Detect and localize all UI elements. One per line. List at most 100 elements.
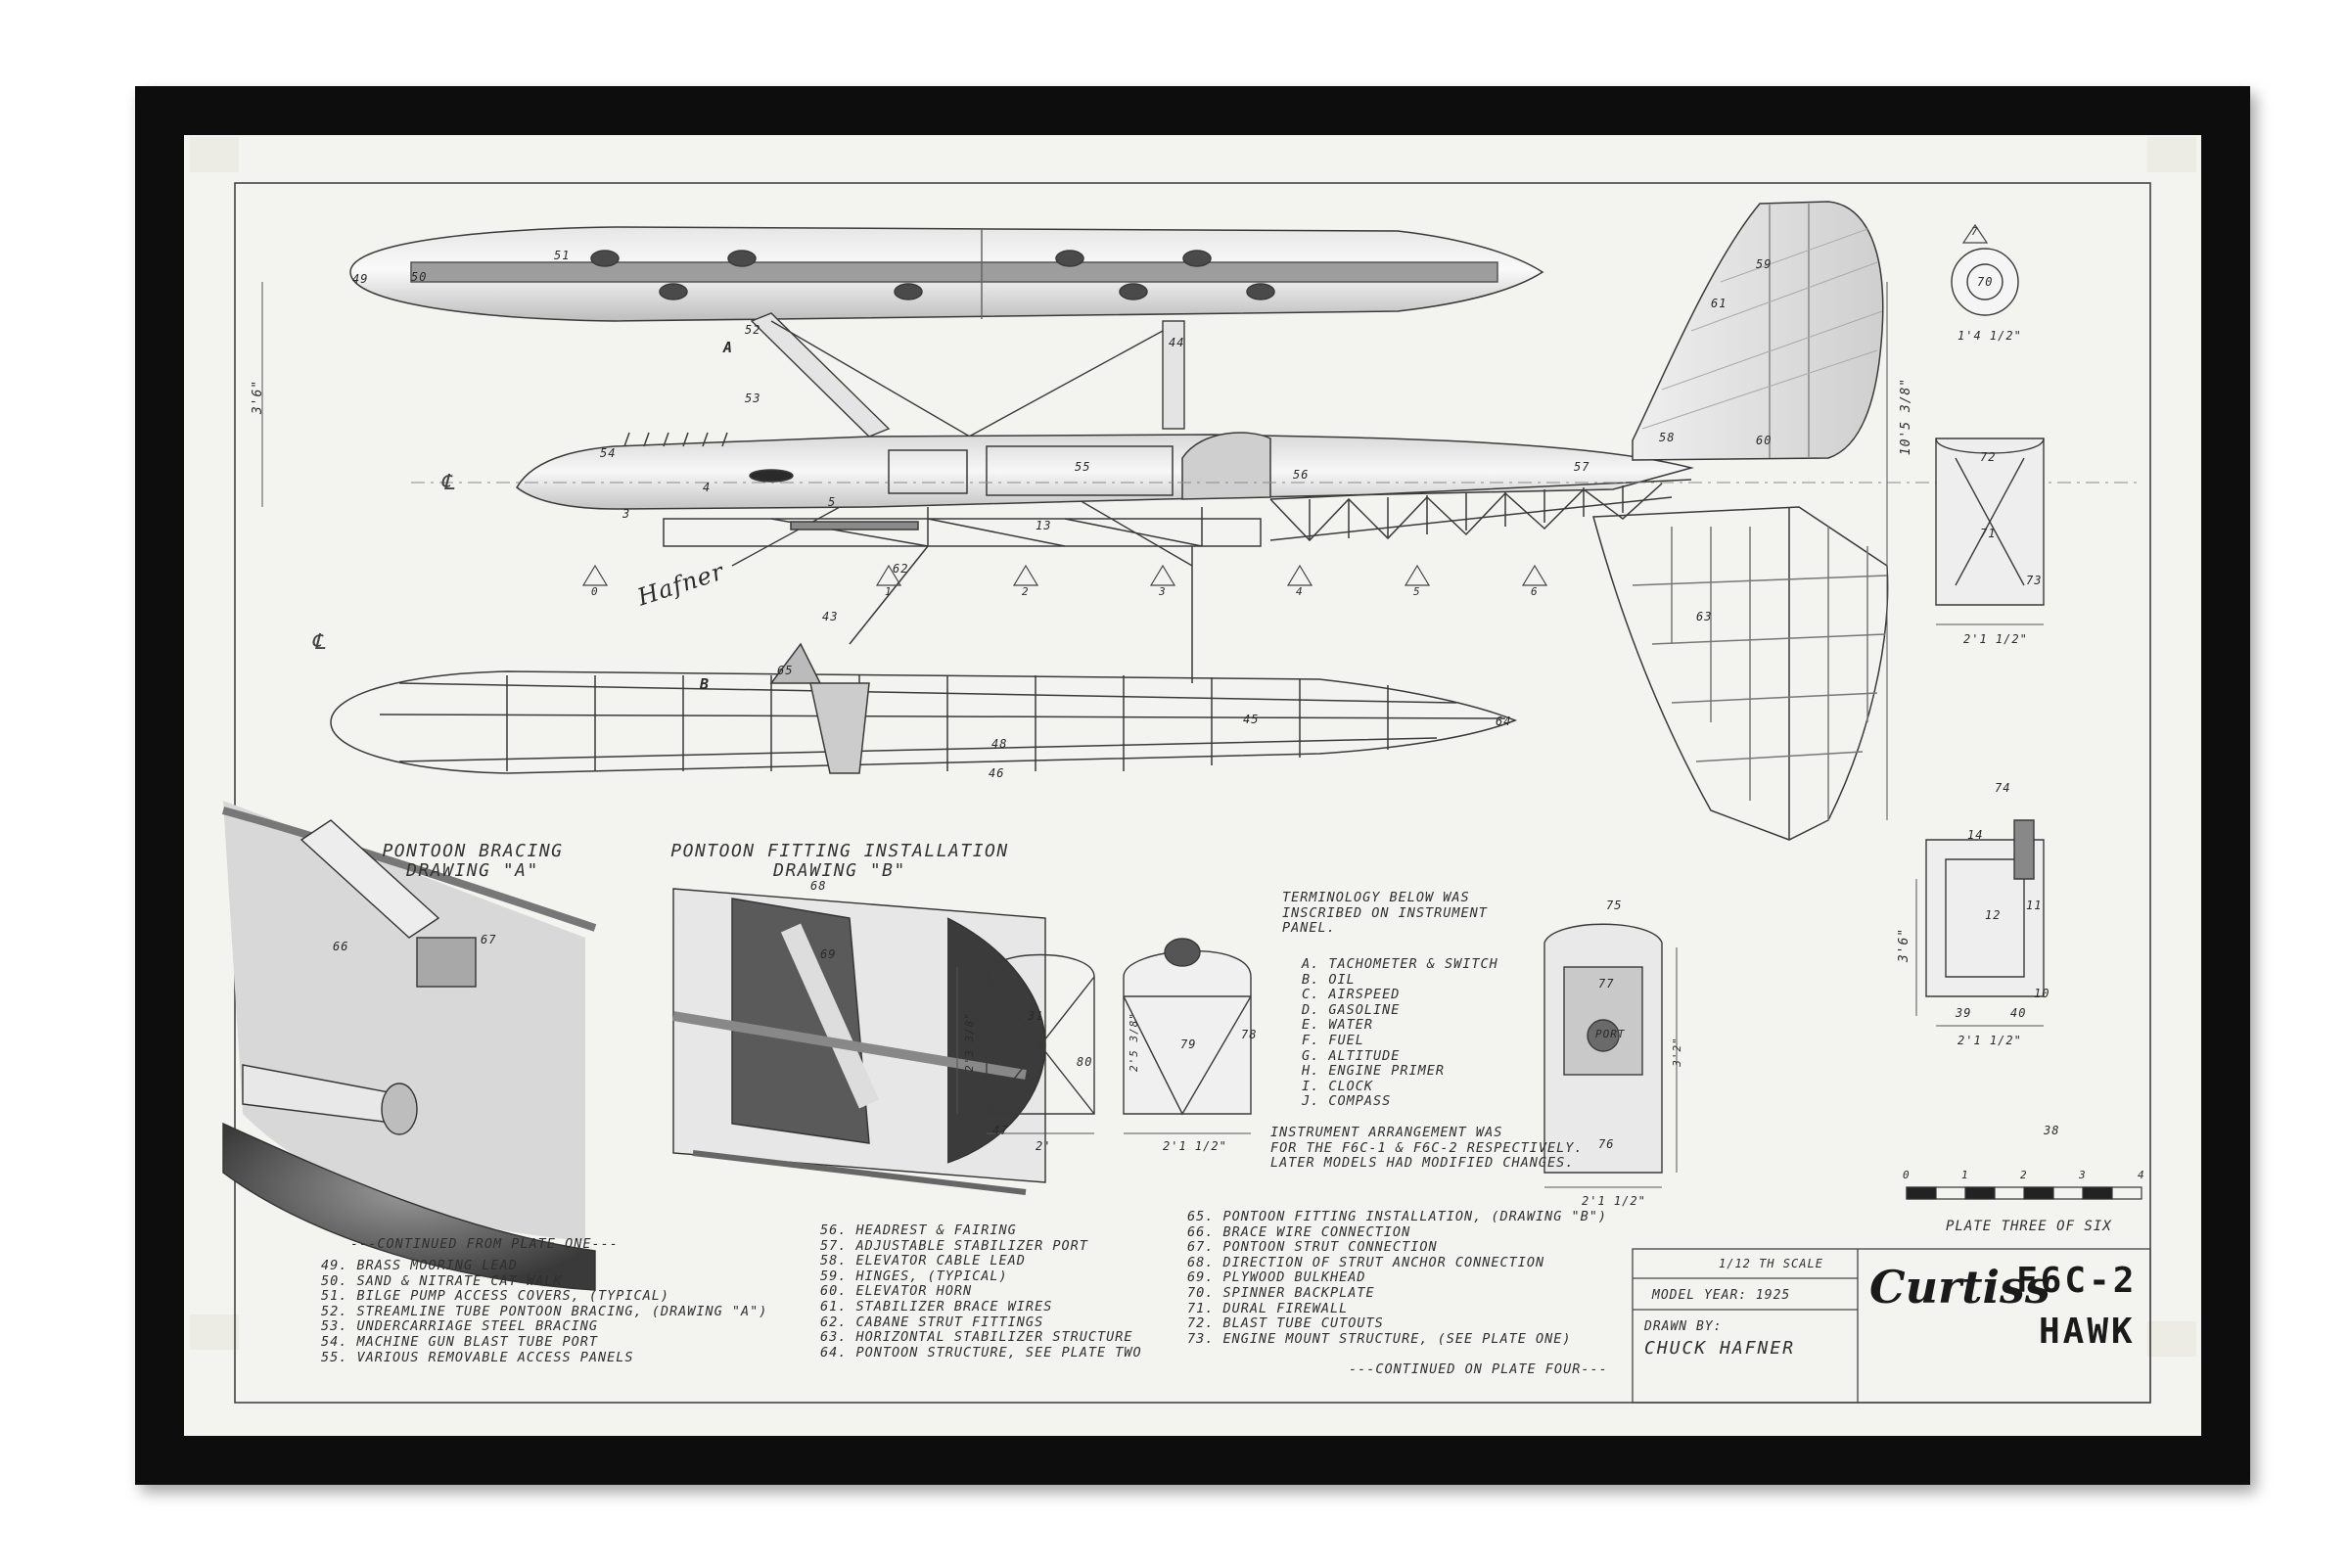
callout-66: 66	[333, 940, 349, 953]
dim-3-2: 3'2"	[1670, 1037, 1683, 1067]
detail-b-sketch	[672, 888, 1046, 1195]
callout-38: 38	[2044, 1124, 2060, 1137]
callout-58: 58	[1659, 431, 1676, 444]
terminology-item: F. FUEL	[1302, 1032, 1364, 1048]
terminology-intro: TERMINOLOGY BELOW WAS INSCRIBED ON INSTR…	[1282, 890, 1488, 937]
callout-52: 52	[745, 323, 761, 337]
callout-73: 73	[2026, 574, 2043, 587]
section-views	[986, 248, 2045, 1174]
callout-69: 69	[820, 947, 837, 961]
callout-64: 64	[1496, 715, 1512, 728]
blueprint-svg: ℄ ℄	[184, 135, 2201, 1436]
callout-54: 54	[600, 446, 617, 460]
dim-2: 2'	[1036, 1139, 1052, 1153]
station-7: 7	[1971, 225, 1979, 238]
callout-74: 74	[1995, 781, 2011, 795]
detail-b-title-line-1: PONTOON FITTING INSTALLATION	[670, 841, 1009, 861]
plate-number: PLATE THREE OF SIX	[1946, 1219, 2112, 1234]
dim-2-1-2-section: 2'1 1/2"	[1163, 1139, 1227, 1153]
terminology-item: E. WATER	[1302, 1017, 1374, 1034]
callout-61: 61	[1711, 297, 1727, 310]
part-item: 59. HINGES, (TYPICAL)	[820, 1268, 1008, 1284]
scale-tick-2: 2	[2020, 1169, 2028, 1181]
part-item: 57. ADJUSTABLE STABILIZER PORT	[820, 1237, 1088, 1254]
part-item: 73. ENGINE MOUNT STRUCTURE, (SEE PLATE O…	[1187, 1330, 1572, 1347]
detail-a-title-line-1: PONTOON BRACING	[382, 841, 564, 861]
part-item: 61. STABILIZER BRACE WIRES	[820, 1298, 1053, 1314]
callout-44: 44	[1169, 336, 1185, 349]
continued-from: ---CONTINUED FROM PLATE ONE---	[350, 1236, 619, 1252]
callout-60: 60	[1756, 434, 1773, 447]
detail-b-title: PONTOON FITTING INSTALLATION DRAWING "B"	[615, 842, 1065, 881]
detail-b-tag: B	[882, 860, 895, 881]
callout-13: 13	[1036, 519, 1052, 532]
callout-11: 11	[2026, 899, 2043, 912]
scale-tick-3: 3	[2079, 1169, 2087, 1181]
callout-56: 56	[1293, 468, 1310, 482]
aircraft-name: HAWK	[2039, 1312, 2136, 1352]
svg-text:℄: ℄	[440, 471, 455, 495]
callout-39: 39	[1956, 1006, 1972, 1020]
drawing-sheet: ℄ ℄	[184, 135, 2201, 1436]
detail-a-sketch	[221, 801, 597, 1291]
callout-14: 14	[1967, 828, 1984, 842]
tail-fin	[1592, 201, 1889, 841]
scale-label: 1/12 TH SCALE	[1719, 1257, 1823, 1270]
dim-3-6-right: 3'6"	[1897, 927, 1912, 963]
instrument-note: INSTRUMENT ARRANGEMENT WAS FOR THE F6C-1…	[1270, 1125, 1583, 1172]
part-item: 49. BRASS MOORING LEAD	[321, 1258, 518, 1273]
terminology-item: A. TACHOMETER & SWITCH	[1302, 956, 1498, 972]
callout-3: 3	[622, 507, 631, 521]
part-item: 52. STREAMLINE TUBE PONTOON BRACING, (DR…	[321, 1303, 768, 1319]
part-item: 64. PONTOON STRUCTURE, SEE PLATE TWO	[820, 1344, 1142, 1360]
scale-tick-0: 0	[1903, 1169, 1911, 1181]
scale-tick-1: 1	[1961, 1169, 1969, 1181]
part-item: 65. PONTOON FITTING INSTALLATION, (DRAWI…	[1187, 1209, 1608, 1224]
callout-75: 75	[1606, 899, 1623, 912]
callout-67: 67	[481, 933, 497, 946]
instrument-note-line: LATER MODELS HAD MODIFIED CHANGES.	[1270, 1155, 1575, 1172]
parts-legend-col-2: 56. HEADREST & FAIRING 57. ADJUSTABLE ST…	[820, 1222, 1142, 1360]
curtiss-logo: Curtiss	[1869, 1261, 2050, 1314]
part-item: 68. DIRECTION OF STRUT ANCHOR CONNECTION	[1187, 1254, 1545, 1270]
terminology-item: B. OIL	[1302, 971, 1356, 988]
callout-59: 59	[1756, 257, 1773, 271]
station-6: 6	[1531, 585, 1539, 598]
part-item: 53. UNDERCARRIAGE STEEL BRACING	[321, 1318, 598, 1335]
dim-2-3-8: 2'3 3/8"	[962, 1012, 976, 1072]
dim-2-1-2-panel: 2'1 1/2"	[1582, 1194, 1646, 1208]
parts-legend-col-3: 65. PONTOON FITTING INSTALLATION, (DRAWI…	[1187, 1209, 1608, 1347]
callout-57: 57	[1574, 460, 1590, 474]
station-0: 0	[591, 585, 599, 598]
scale-bar	[1906, 1186, 2142, 1200]
station-3: 3	[1159, 585, 1167, 598]
callout-43: 43	[822, 610, 839, 623]
station-5: 5	[1413, 585, 1421, 598]
detail-a-title: PONTOON BRACING DRAWING "A"	[311, 842, 634, 881]
part-item: 60. ELEVATOR HORN	[820, 1283, 973, 1300]
part-item: 63. HORIZONTAL STABILIZER STRUCTURE	[820, 1329, 1133, 1346]
callout-31: 31	[1028, 1009, 1044, 1023]
model-year: MODEL YEAR: 1925	[1652, 1288, 1791, 1303]
svg-text:℄: ℄	[311, 630, 326, 655]
part-item: 69. PLYWOOD BULKHEAD	[1187, 1269, 1366, 1286]
callout-45: 45	[1243, 713, 1260, 726]
callout-50: 50	[411, 270, 428, 284]
callout-70: 70	[1977, 275, 1994, 289]
callout-65: 65	[777, 664, 794, 677]
callout-49: 49	[352, 272, 369, 286]
station-4: 4	[1296, 585, 1304, 598]
callout-12: 12	[1985, 908, 2002, 922]
callout-55: 55	[1075, 460, 1091, 474]
terminology-intro-line: PANEL.	[1282, 920, 1336, 937]
callout-4: 4	[703, 481, 712, 494]
station-markers	[581, 223, 1989, 586]
terminology-item: H. ENGINE PRIMER	[1302, 1063, 1446, 1080]
callout-78: 78	[1241, 1028, 1258, 1041]
callout-10: 10	[2034, 987, 2050, 1000]
picture-frame: ℄ ℄	[135, 86, 2250, 1485]
top-pontoon	[349, 226, 1544, 322]
callout-62: 62	[893, 562, 909, 576]
fuselage-side-view	[516, 432, 1694, 683]
callout-48: 48	[991, 737, 1008, 751]
